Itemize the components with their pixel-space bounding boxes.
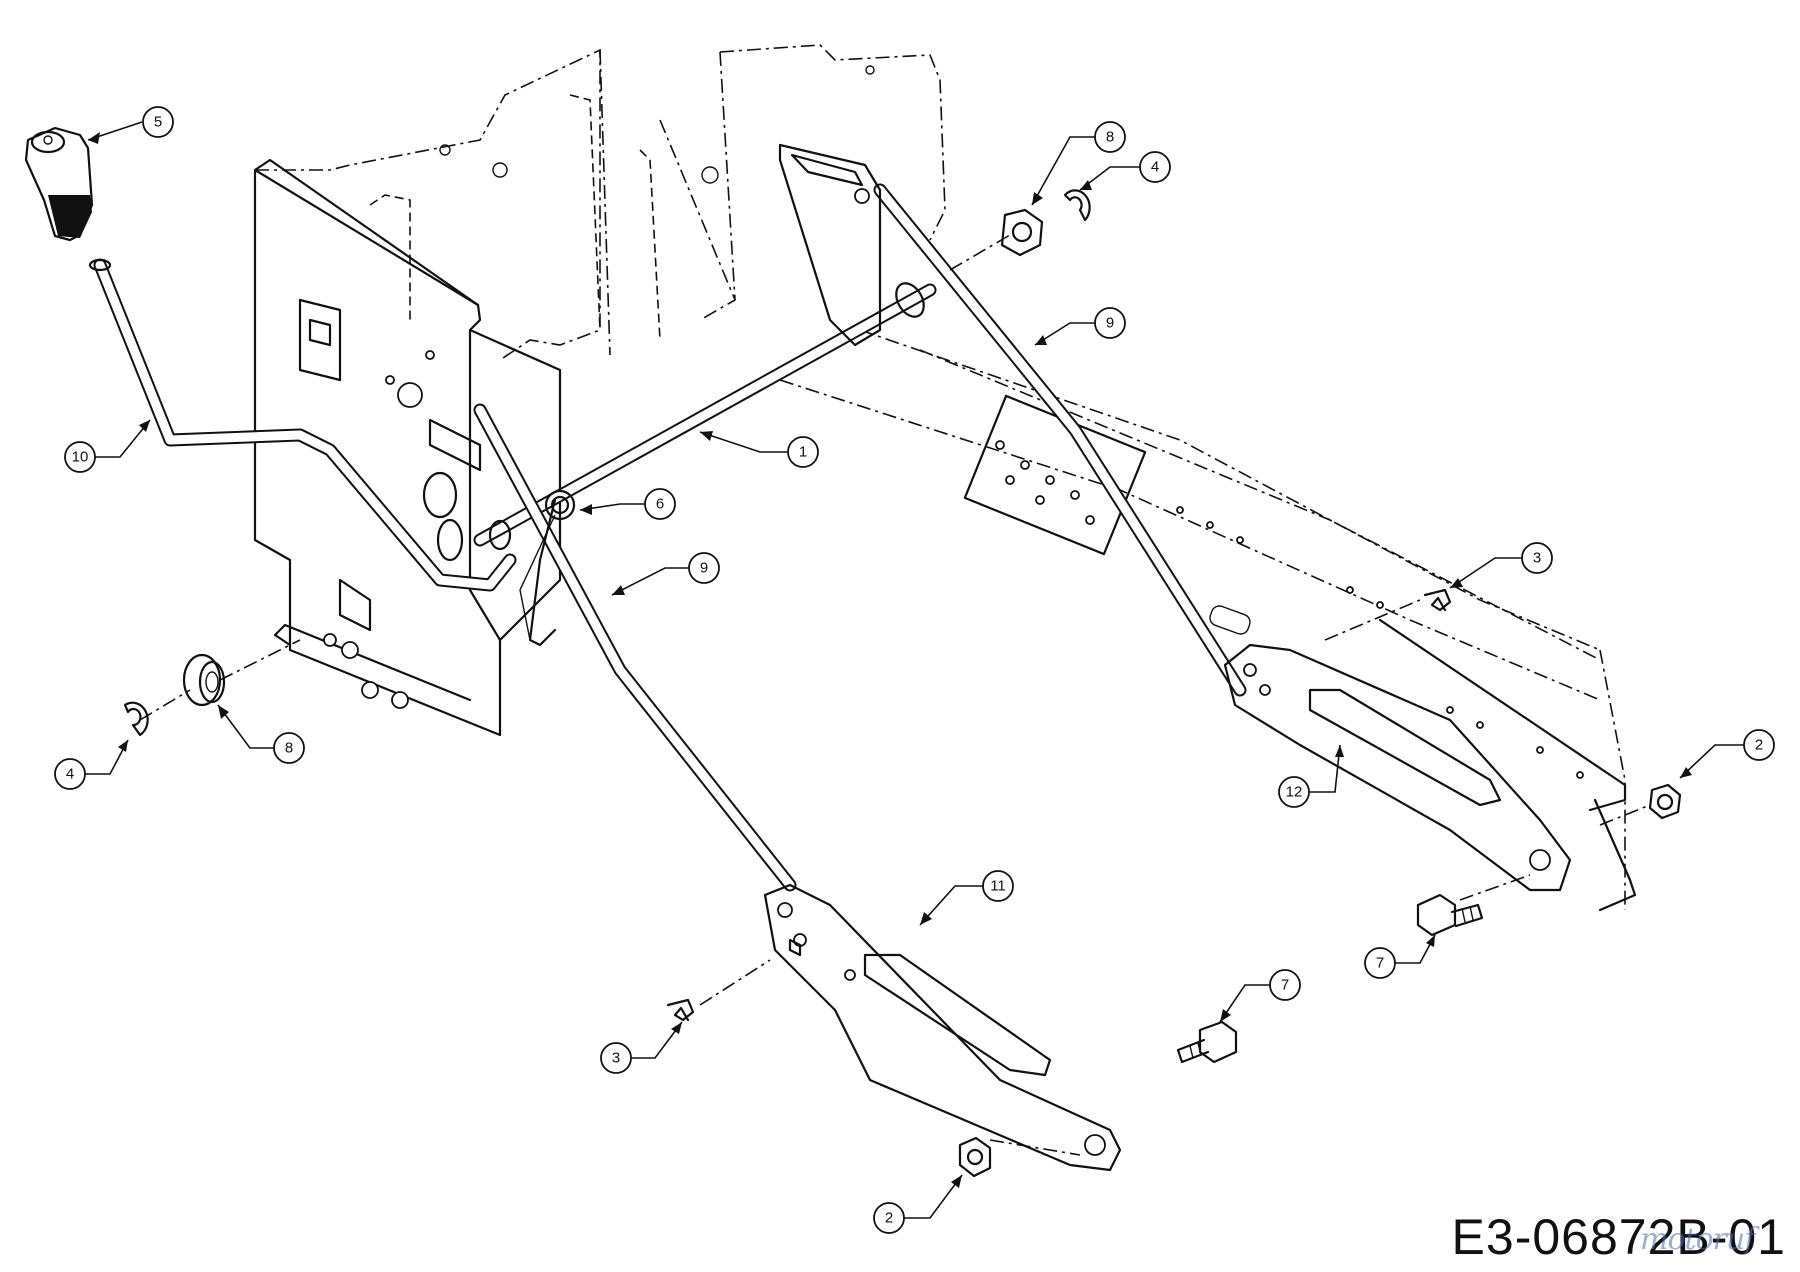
rear-frame — [255, 44, 946, 361]
callout-9-lower: 9 — [611, 552, 720, 596]
flange-nut-right — [1648, 783, 1682, 820]
callout-2-right: 2 — [1679, 729, 1775, 779]
callout-10: 10 — [64, 419, 151, 473]
svg-text:8: 8 — [285, 740, 293, 757]
callout-9-upper: 9 — [1034, 307, 1126, 346]
svg-text:1: 1 — [799, 444, 807, 461]
svg-text:2: 2 — [885, 1210, 893, 1227]
svg-text:5: 5 — [154, 114, 162, 131]
bellcrank — [778, 143, 882, 347]
hairpin-clip-left — [666, 998, 695, 1022]
e-clip-lower — [123, 701, 149, 737]
callout-7-right: 7 — [1364, 934, 1436, 979]
callout-3-left: 3 — [600, 1021, 683, 1074]
drawing-number: E3-06872B-01 — [1451, 1209, 1786, 1265]
callout-7-bottom: 7 — [1219, 969, 1301, 1023]
shoulder-bolt-right — [1416, 893, 1484, 937]
callout-5: 5 — [87, 106, 174, 144]
svg-text:6: 6 — [656, 496, 664, 513]
svg-text:8: 8 — [1106, 129, 1114, 146]
watermark: motoruf — [1640, 1222, 1755, 1257]
callout-12: 12 — [1278, 744, 1344, 808]
svg-text:3: 3 — [612, 1050, 620, 1067]
mounting-plate — [253, 158, 562, 737]
callout-8-upper: 8 — [1031, 121, 1126, 206]
svg-text:4: 4 — [66, 766, 74, 783]
svg-text:7: 7 — [1376, 955, 1384, 972]
callout-4-lower: 4 — [54, 739, 129, 790]
svg-text:2: 2 — [1755, 737, 1763, 754]
callout-4-upper: 4 — [1079, 151, 1171, 191]
callout-3-right: 3 — [1449, 542, 1553, 589]
callout-11: 11 — [919, 870, 1014, 926]
side-frame-rail — [779, 329, 1637, 912]
lift-link-rod-right — [873, 183, 1247, 697]
rail-holes — [995, 440, 1584, 779]
svg-text:12: 12 — [1286, 784, 1303, 801]
svg-text:7: 7 — [1281, 977, 1289, 994]
flange-nut-bottom — [958, 1136, 992, 1178]
svg-text:4: 4 — [1151, 159, 1159, 176]
lift-link-rod-left — [473, 403, 797, 892]
svg-text:9: 9 — [1106, 315, 1114, 332]
flange-nut-upper — [1000, 208, 1044, 257]
svg-text:10: 10 — [72, 449, 89, 466]
lift-arm-left — [763, 883, 1122, 1172]
spring — [422, 471, 576, 641]
svg-text:3: 3 — [1533, 550, 1541, 567]
callout-1: 1 — [699, 431, 819, 468]
centerlines — [139, 234, 1651, 1156]
svg-text:11: 11 — [990, 878, 1006, 895]
lift-lever — [88, 258, 517, 592]
handle-knob — [24, 126, 94, 242]
flange-bushing-lower — [182, 653, 226, 707]
callout-6: 6 — [579, 488, 676, 520]
hairpin-clip-right — [1423, 588, 1452, 612]
callout-8-lower: 8 — [217, 704, 305, 764]
e-clip-upper — [1063, 189, 1091, 222]
callout-2-bottom: 2 — [873, 1174, 963, 1234]
shoulder-bolt-bottom — [1176, 1020, 1238, 1064]
lift-arm-right — [1223, 643, 1572, 892]
svg-text:9: 9 — [700, 560, 708, 577]
callouts: 5 8 4 9 1 10 6 — [54, 106, 1775, 1234]
